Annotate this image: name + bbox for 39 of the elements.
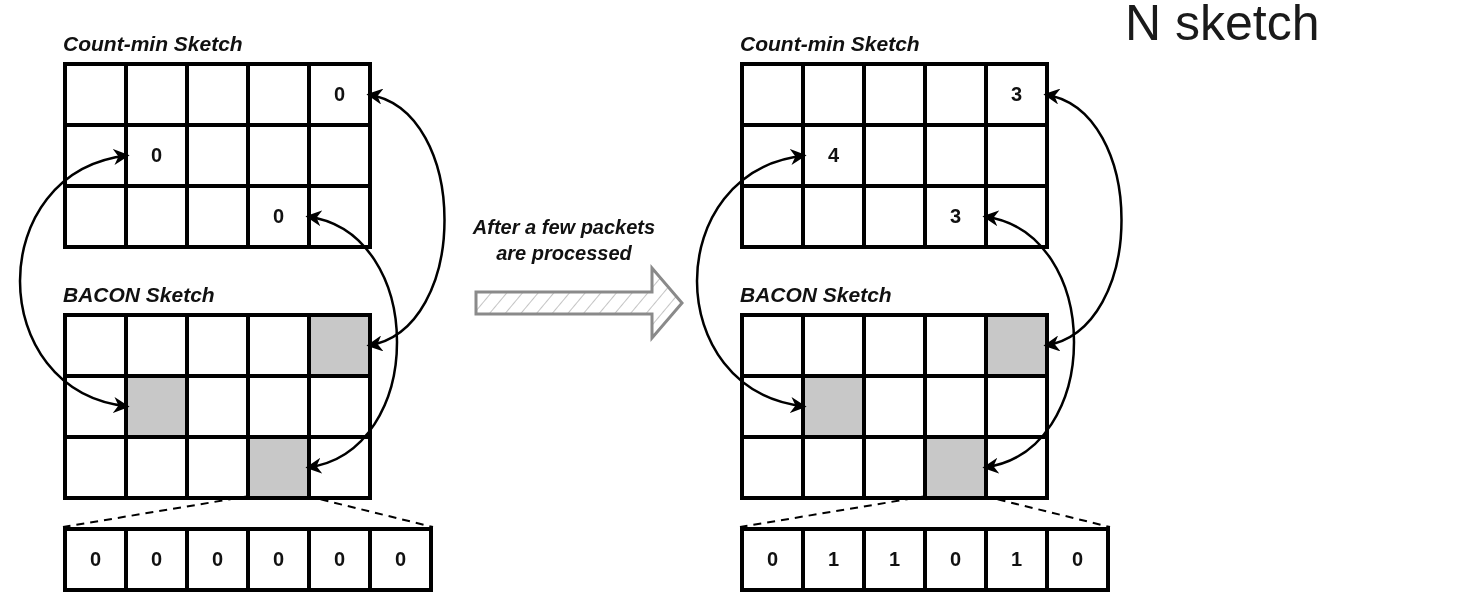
grid-heading: Count-min Sketch (63, 32, 243, 56)
curved-arrow (982, 212, 1076, 472)
grid-cell: 3 (988, 66, 1045, 123)
grid-heading: BACON Sketch (63, 283, 215, 307)
grid-cell: 1 (805, 531, 862, 588)
grid-cell: 0 (744, 531, 801, 588)
bit-array (63, 527, 433, 592)
grid-cell: 1 (866, 531, 923, 588)
grid-cell: 0 (189, 531, 246, 588)
grid-cell: 0 (927, 531, 984, 588)
grid-cell: 0 (311, 66, 368, 123)
curved-arrow (695, 151, 807, 411)
grid-cell: 0 (67, 531, 124, 588)
grid-cell: 0 (372, 531, 429, 588)
shaded-cell (805, 378, 862, 435)
grid-heading: BACON Sketch (740, 283, 892, 307)
block-arrow (474, 263, 684, 343)
grid-cell: 0 (250, 188, 307, 245)
grid-cell: 0 (311, 531, 368, 588)
grid-cell: 1 (988, 531, 1045, 588)
grid-heading: Count-min Sketch (740, 32, 920, 56)
grid-cell: 0 (250, 531, 307, 588)
curved-arrow (366, 91, 446, 349)
slide-title: N sketch (1125, 0, 1320, 52)
curved-arrow (1043, 91, 1123, 349)
shaded-cell (311, 317, 368, 374)
shaded-cell (250, 439, 307, 496)
shaded-cell (128, 378, 185, 435)
grid-cell: 0 (1049, 531, 1106, 588)
bit-array (740, 527, 1110, 592)
grid-cell: 3 (927, 188, 984, 245)
curved-arrow (18, 151, 130, 411)
curved-arrow (305, 212, 399, 472)
grid-cell: 4 (805, 127, 862, 184)
shaded-cell (927, 439, 984, 496)
grid-cell: 0 (128, 531, 185, 588)
grid-cell: 0 (128, 127, 185, 184)
edge-label: After a few packets are processed (471, 215, 657, 266)
shaded-cell (988, 317, 1045, 374)
